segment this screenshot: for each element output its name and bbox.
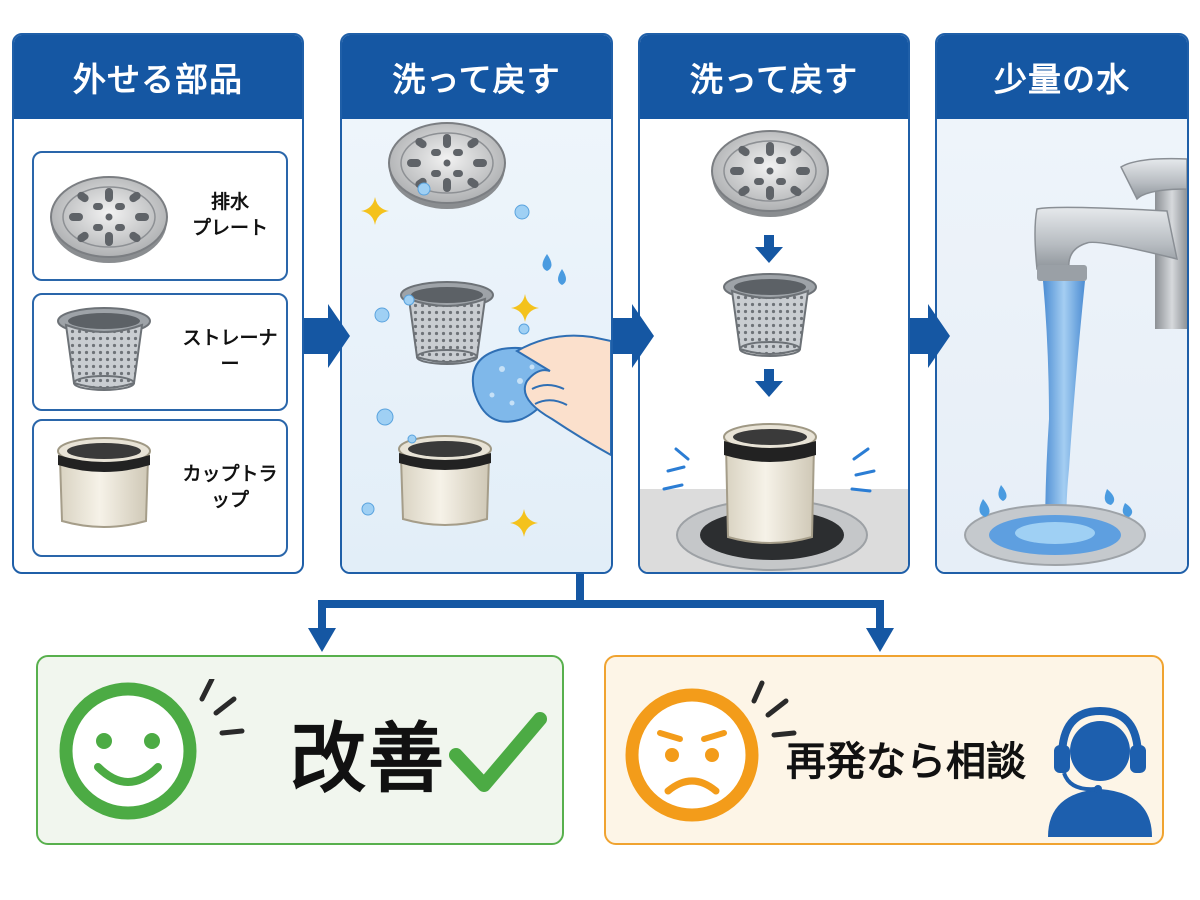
panel-body — [640, 119, 908, 572]
panel-body — [342, 119, 611, 572]
reassembly-illustration — [640, 130, 908, 572]
arrow-down-icon — [755, 235, 783, 263]
step-panel-parts: 外せる部品 排水 プレート ストレーナー カップトラップ — [12, 33, 304, 574]
happy-face-icon — [59, 679, 245, 820]
step-panel-wash: 洗って戻す — [340, 33, 613, 574]
arrow-right-icon — [304, 304, 350, 368]
water-stream-icon — [1043, 281, 1085, 539]
faucet-illustration — [964, 157, 1187, 566]
step-title: 洗って戻す — [342, 35, 611, 119]
arrow-right-icon — [910, 304, 950, 368]
hand-icon — [515, 334, 611, 457]
faucet-icon — [1034, 157, 1187, 329]
water-splash-icon — [979, 485, 1133, 517]
branch-lines — [318, 574, 884, 632]
arrow-down-icon — [308, 628, 336, 652]
step-title: 外せる部品 — [14, 35, 302, 119]
part-card-drain-plate: 排水 プレート — [32, 151, 288, 281]
outcome-recurring: 再発なら相談 — [604, 655, 1164, 845]
step-title: 洗って戻す — [640, 35, 908, 119]
part-card-strainer: ストレーナー — [32, 293, 288, 411]
arrow-down-icon — [866, 628, 894, 652]
panel-body: 排水 プレート ストレーナー カップトラップ — [14, 119, 302, 572]
washing-illustration — [361, 122, 611, 537]
arrow-down-icon — [755, 369, 783, 397]
part-label: 排水 プレート — [174, 153, 286, 279]
part-label-line2: プレート — [191, 217, 268, 239]
part-label: ストレーナー — [182, 327, 278, 375]
checkmark-icon — [449, 712, 547, 792]
water-drop-icon — [542, 254, 566, 285]
emphasis-lines-icon — [662, 447, 876, 493]
support-headset-icon — [1048, 706, 1152, 837]
step-title: 少量の水 — [937, 35, 1187, 119]
part-label-line1: 排水 — [210, 191, 249, 214]
panel-body — [937, 119, 1187, 572]
bubbles-icon — [361, 182, 530, 516]
cup-trap-icon — [723, 423, 817, 544]
outcome-improved: 改善 — [36, 655, 564, 845]
arrow-right-icon — [613, 304, 654, 368]
step-panel-water: 少量の水 — [935, 33, 1189, 574]
step-panel-reassemble: 洗って戻す — [638, 33, 910, 574]
worried-face-icon — [625, 680, 797, 822]
outcome-label: 再発なら相談 — [786, 739, 1026, 785]
part-label: カップトラップ — [182, 463, 278, 511]
part-card-cup-trap: カップトラップ — [32, 419, 288, 557]
outcome-label: 改善 — [290, 714, 446, 803]
